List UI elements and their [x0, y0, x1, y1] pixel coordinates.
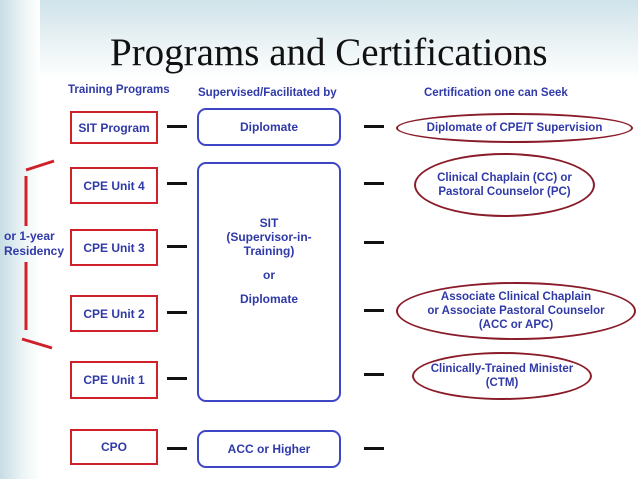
connector-dash — [364, 182, 384, 185]
connector-dash — [364, 125, 384, 128]
residency-label: or 1-year Residency — [4, 229, 64, 259]
supervisor-acc-or-higher: ACC or Higher — [197, 430, 341, 468]
sit-line: Training) — [243, 244, 295, 258]
training-sit-program: SIT Program — [70, 111, 158, 144]
sit-line: Diplomate — [239, 292, 298, 306]
training-cpe-unit-1: CPE Unit 1 — [70, 361, 158, 399]
residency-label-line1: or 1-year — [4, 229, 55, 243]
cert-line: Clinical Chaplain (CC) or — [437, 172, 572, 184]
cert-line: (ACC or APC) — [478, 319, 554, 331]
title-band — [0, 0, 638, 80]
cert-line: Pastoral Counselor (PC) — [438, 186, 571, 198]
cert-acc-or-apc: Associate Clinical Chaplain or Associate… — [396, 282, 636, 340]
connector-dash — [364, 447, 384, 450]
connector-dash — [167, 311, 187, 314]
connector-dash — [167, 245, 187, 248]
connector-dash — [167, 125, 187, 128]
header-supervised-by: Supervised/Facilitated by — [198, 87, 337, 99]
supervisor-diplomate: Diplomate — [197, 108, 341, 146]
header-certification: Certification one can Seek — [424, 87, 568, 99]
training-cpo: CPO — [70, 429, 158, 465]
connector-dash — [167, 182, 187, 185]
cert-diplomate-cpe-t: Diplomate of CPE/T Supervision — [396, 113, 633, 143]
training-cpe-unit-3: CPE Unit 3 — [70, 229, 158, 266]
connector-dash — [364, 373, 384, 376]
sit-line: or — [263, 268, 275, 282]
cert-line: Associate Clinical Chaplain — [440, 291, 592, 303]
connector-dash — [364, 241, 384, 244]
cert-line: (CTM) — [485, 377, 519, 389]
cert-line: Diplomate of CPE/T Supervision — [426, 122, 603, 134]
connector-dash — [167, 447, 187, 450]
cert-ctm: Clinically-Trained Minister (CTM) — [412, 352, 592, 400]
left-frame-band — [0, 0, 40, 479]
connector-dash — [167, 377, 187, 380]
page-title: Programs and Certifications — [110, 31, 548, 74]
training-cpe-unit-2: CPE Unit 2 — [70, 295, 158, 332]
header-training-programs: Training Programs — [68, 84, 170, 96]
sit-line: (Supervisor-in- — [226, 230, 312, 244]
sit-line: SIT — [259, 216, 279, 230]
cert-line: or Associate Pastoral Counselor — [427, 305, 605, 317]
cert-line: Clinically-Trained Minister — [430, 363, 574, 375]
connector-dash — [364, 309, 384, 312]
training-cpe-unit-4: CPE Unit 4 — [70, 167, 158, 204]
supervisor-sit-or-diplomate: SIT (Supervisor-in- Training) or Diploma… — [197, 162, 341, 402]
cert-cc-or-pc: Clinical Chaplain (CC) or Pastoral Couns… — [414, 153, 595, 217]
residency-label-line2: Residency — [4, 244, 65, 258]
